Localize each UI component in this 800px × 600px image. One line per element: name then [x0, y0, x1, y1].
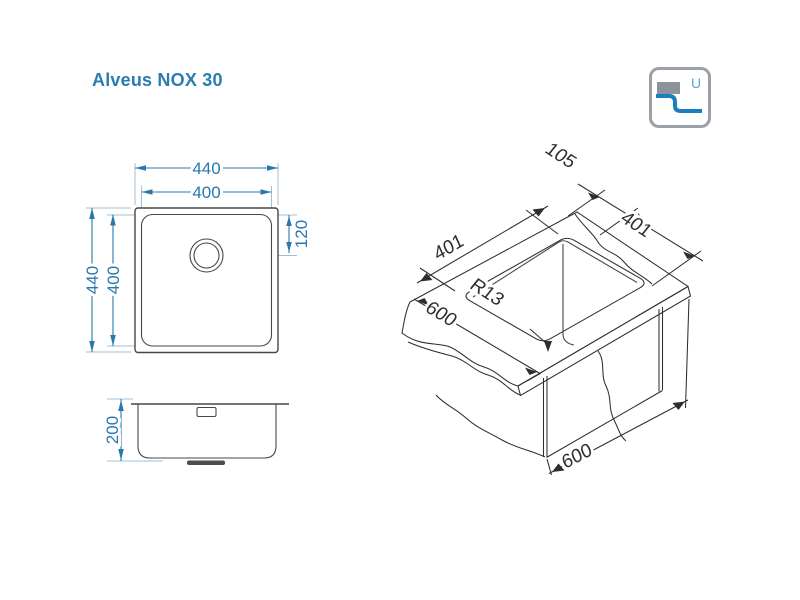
- arrow-left: [135, 165, 146, 171]
- top-view: 440 400 440 400 120: [80, 156, 314, 462]
- dim-outer-depth: 440: [83, 266, 102, 294]
- undermount-letter: U: [691, 75, 701, 91]
- arrow-up: [89, 208, 95, 219]
- dim-line-600-left: [413, 298, 541, 374]
- dim-cutout-width: 401: [431, 230, 467, 265]
- bowl-rim-inner: [472, 240, 638, 298]
- drain-inner-circle: [193, 242, 220, 269]
- arrow-401l-low: [420, 273, 433, 282]
- counter-break-far: [574, 213, 653, 285]
- arrow-down: [89, 341, 95, 352]
- drain-outer-circle: [189, 238, 224, 273]
- dim-cutout-depth: 401: [616, 208, 656, 242]
- iso-view: 105 401 401 R13 600 600: [401, 136, 704, 477]
- dim-rim-margin: 105: [541, 139, 581, 173]
- counter-cutout: [465, 237, 645, 342]
- undermount-profile-icon: [656, 94, 702, 113]
- counter-thickness-face: [517, 285, 692, 397]
- arrow-up: [286, 216, 292, 226]
- arrow-up: [110, 214, 116, 226]
- arrow-down: [286, 242, 292, 252]
- drain-fitting: [187, 460, 225, 465]
- iso-extension-600-left: [526, 372, 542, 382]
- dim-line-600-right: [548, 399, 689, 474]
- bowl-right-break: [597, 350, 627, 442]
- arrow-600r-low: [552, 463, 565, 472]
- page-title: Alveus NOX 30: [92, 70, 223, 90]
- dim-line-401-left: [416, 205, 549, 284]
- bowl-profile: [137, 404, 277, 459]
- dim-inner-width: 400: [192, 183, 220, 202]
- undermount-badge: U: [649, 67, 711, 128]
- bowl-left-break: [435, 394, 546, 458]
- arrow-down: [110, 335, 116, 346]
- bowl-far-corner-edge: [562, 244, 575, 346]
- dim-outer-width: 440: [192, 159, 220, 178]
- dim-bowl-depth: 200: [103, 416, 122, 444]
- bowl-near-corner-edge: [542, 376, 548, 458]
- iso-extension-lines-left401: [419, 209, 559, 292]
- undermount-icon: U: [656, 75, 702, 113]
- r13-leader: [529, 328, 549, 349]
- bowl-bottom-edge: [546, 390, 663, 458]
- bowl-right-corner-edge: [658, 307, 664, 392]
- arrow-401l-high: [532, 208, 545, 217]
- arrow-600l-up: [417, 298, 429, 306]
- arrow-600l-down: [525, 367, 537, 375]
- dim-corner-radius: R13: [465, 275, 507, 310]
- dim-base-depth: 600: [559, 439, 595, 473]
- sink-rim-outline: [134, 207, 279, 354]
- arrow-r13: [544, 341, 552, 352]
- arrow-105-left: [588, 192, 600, 200]
- side-view: 200: [100, 399, 289, 465]
- arrow-up: [118, 400, 124, 411]
- bowl-outline: [140, 213, 273, 347]
- arrow-105-right: [631, 213, 643, 221]
- arrow-600r-high: [672, 401, 685, 410]
- arrow-down: [118, 449, 124, 460]
- dim-drain-offset: 120: [292, 220, 311, 248]
- arrow-right: [260, 189, 272, 195]
- counter-top-face: [401, 211, 689, 387]
- overflow-hole: [196, 406, 217, 418]
- arrow-left: [141, 189, 153, 195]
- arrow-right: [267, 165, 278, 171]
- counter-break-lower: [407, 341, 521, 396]
- counter-block-icon: [657, 82, 680, 94]
- arrow-401r-right: [683, 251, 695, 259]
- dim-inner-depth: 400: [104, 266, 123, 294]
